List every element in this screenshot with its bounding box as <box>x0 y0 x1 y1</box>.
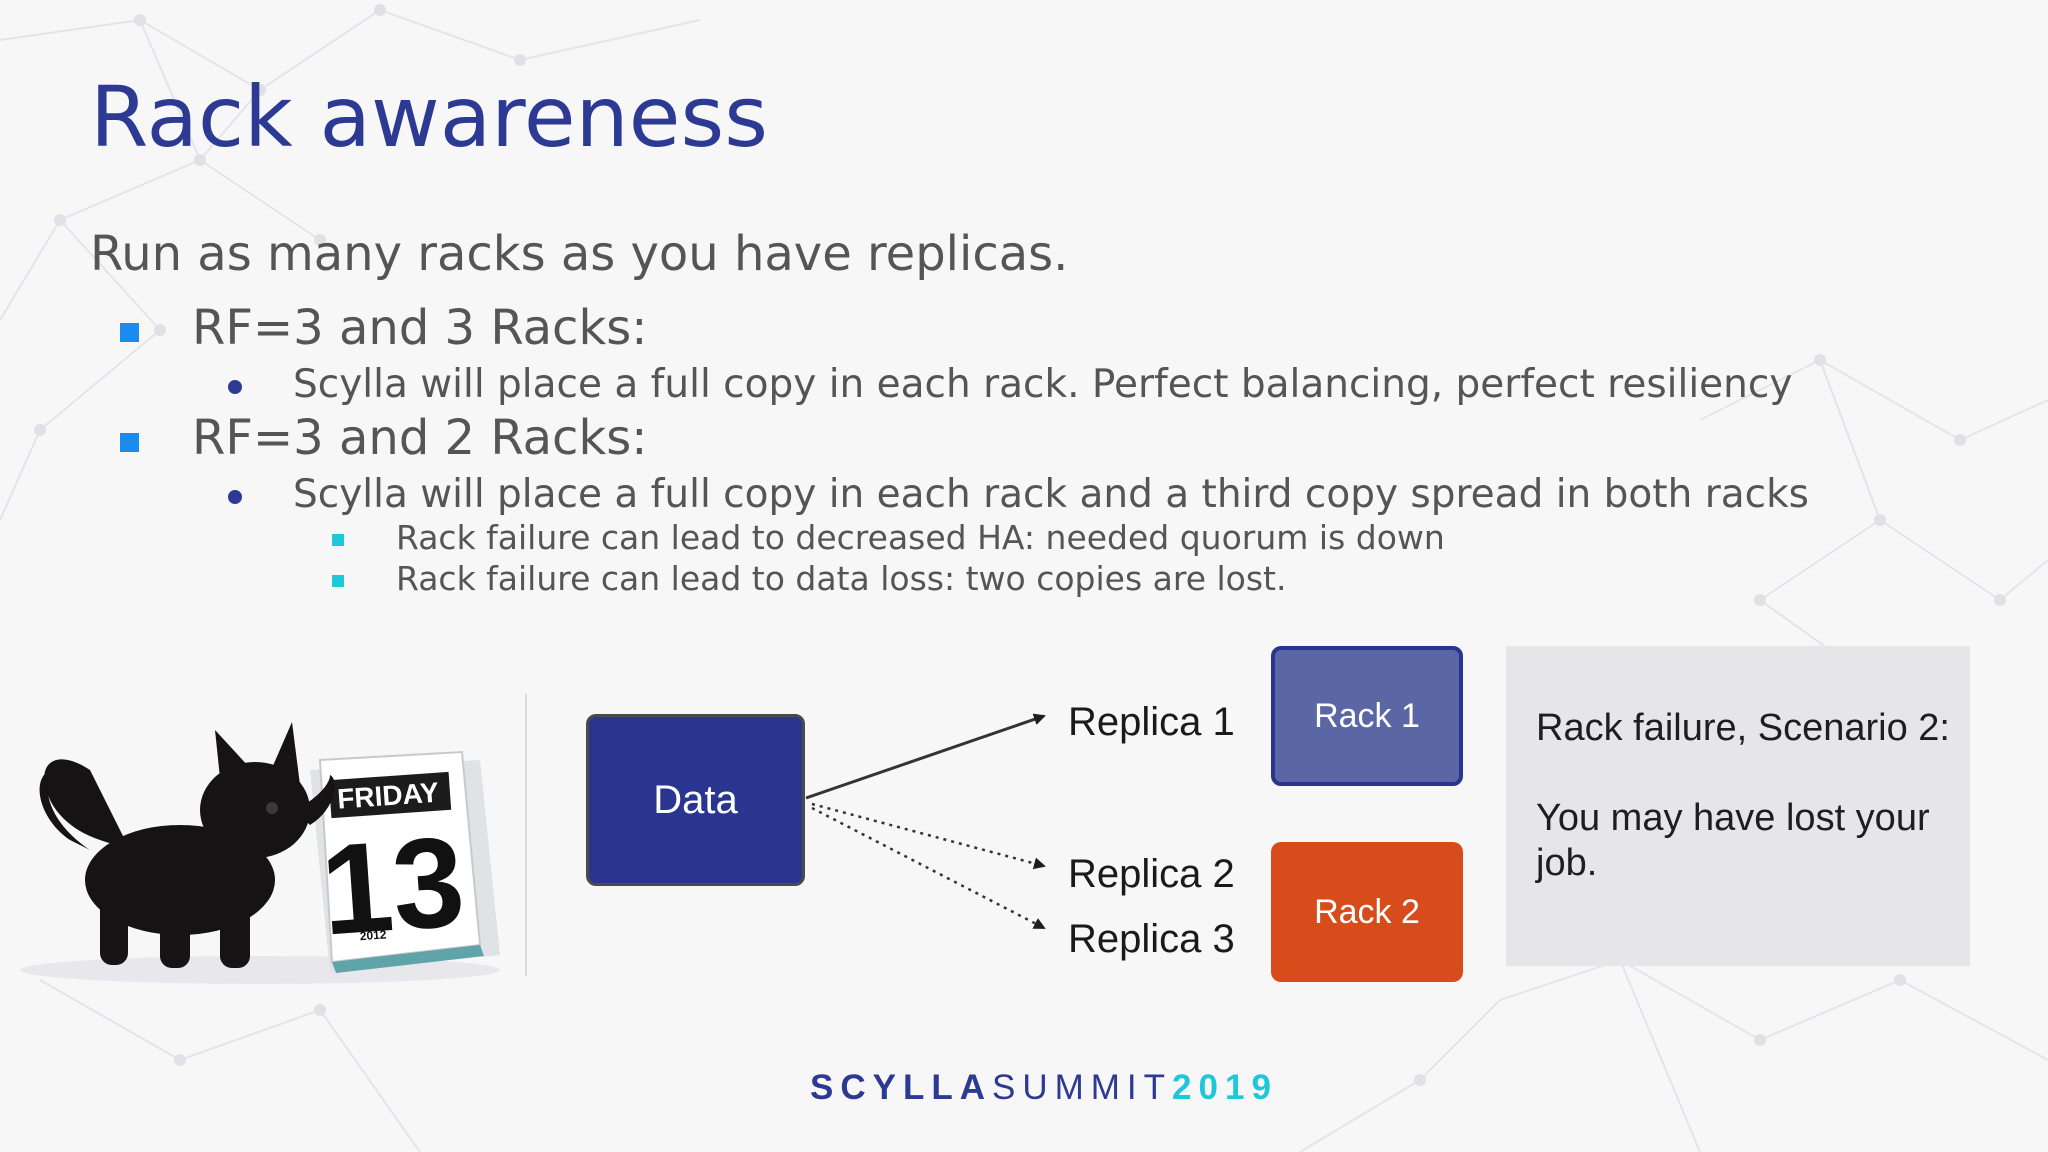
black-kitten-icon <box>39 722 335 968</box>
arrow-to-replica-2 <box>811 802 1046 870</box>
teal-bullet-icon <box>332 534 344 546</box>
footer-year: 2019 <box>1172 1068 1278 1107</box>
calendar-year-text: 2012 <box>359 927 387 943</box>
rack-1-box: Rack 1 <box>1271 646 1463 786</box>
calendar-icon: FRIDAY 13 2012 <box>310 750 500 973</box>
scenario-note-box: Rack failure, Scenario 2: You may have l… <box>1506 646 1970 966</box>
calendar-date-text: 13 <box>317 810 469 963</box>
sub-bullet-third-copy: Scylla will place a full copy in each ra… <box>293 472 1809 517</box>
data-box: Data <box>586 714 805 886</box>
note-body: You may have lost your job. <box>1536 796 1930 885</box>
replica-3-label: Replica 3 <box>1068 917 1235 961</box>
bullet-rf3-3racks: RF=3 and 3 Racks: <box>192 300 648 356</box>
teal-bullet-icon <box>332 575 344 587</box>
square-bullet-icon <box>120 433 139 452</box>
dot-bullet-icon <box>228 490 242 504</box>
footer-summit: SUMMIT <box>992 1068 1173 1107</box>
slide-title: Rack awareness <box>90 68 768 166</box>
footer-scylla: SCYLLA <box>810 1068 992 1107</box>
footer-logo: SCYLLASUMMIT2019 <box>810 1068 1278 1108</box>
calendar-day-text: FRIDAY <box>336 777 440 815</box>
arrow-to-replica-1 <box>805 713 1046 800</box>
sub-sub-bullet-ha: Rack failure can lead to decreased HA: n… <box>396 518 1445 557</box>
intro-text: Run as many racks as you have replicas. <box>90 226 1069 282</box>
replication-arrows <box>805 713 1046 930</box>
replica-1-label: Replica 1 <box>1068 700 1235 744</box>
arrow-to-replica-3 <box>811 806 1046 930</box>
note-title: Rack failure, Scenario 2: <box>1536 707 1950 749</box>
divider-line <box>525 694 527 976</box>
sub-bullet-full-copy: Scylla will place a full copy in each ra… <box>293 362 1793 407</box>
rack-2-box: Rack 2 <box>1271 842 1463 982</box>
sub-sub-bullet-data-loss: Rack failure can lead to data loss: two … <box>396 559 1287 598</box>
dot-bullet-icon <box>228 380 242 394</box>
replica-2-label: Replica 2 <box>1068 852 1235 896</box>
cat-calendar-illustration: FRIDAY 13 2012 <box>20 722 500 984</box>
bullet-rf3-2racks: RF=3 and 2 Racks: <box>192 410 648 466</box>
square-bullet-icon <box>120 323 139 342</box>
